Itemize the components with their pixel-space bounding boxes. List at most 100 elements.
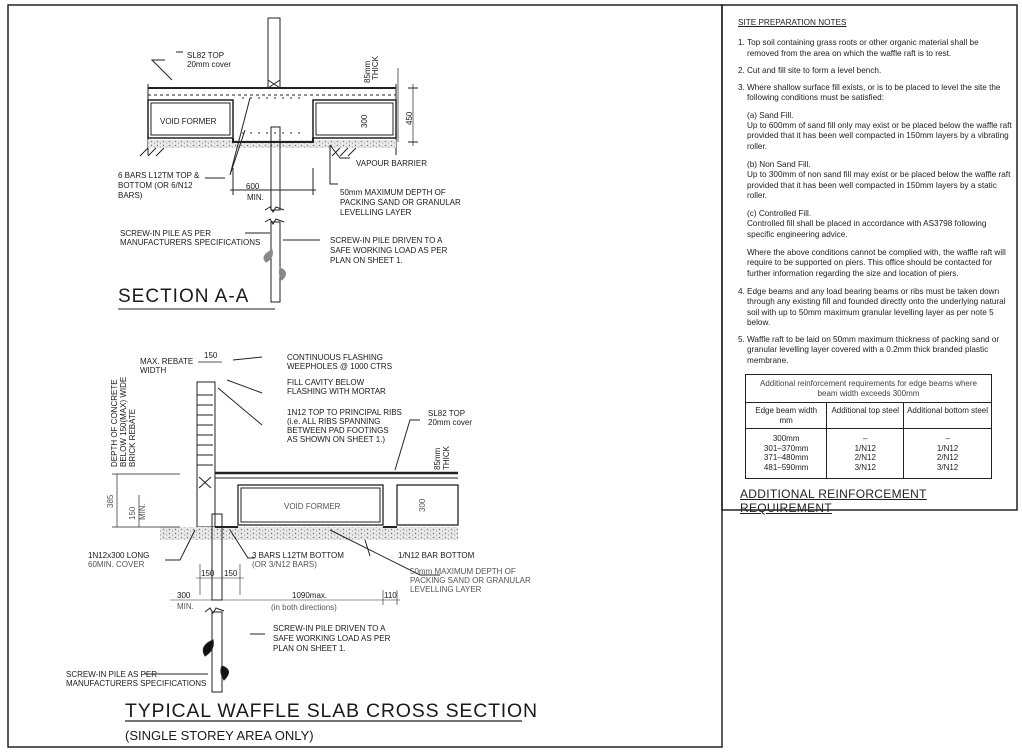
label-rebate: MAX. REBATE: [140, 357, 193, 366]
label-pile-driven: SCREW-IN PILE DRIVEN TO A: [273, 624, 386, 633]
packing-layer: [160, 527, 458, 540]
note-3b: (b) Non Sand Fill.Up to 300mm of non san…: [747, 160, 1012, 201]
label-bar-bottom: 1/N12 BAR BOTTOM: [398, 551, 475, 560]
label-bars-2: BOTTOM (OR 6/N12: [118, 181, 193, 190]
void-former: [237, 484, 384, 526]
table-header: Edge beam width mm: [744, 402, 828, 430]
label-n12-4: AS SHOWN ON SHEET 1.): [287, 435, 385, 444]
label-dim-1090: 1090max.: [292, 591, 327, 600]
waffle-slab-drawing: [112, 356, 522, 722]
label-void-former: VOID FORMER: [284, 502, 341, 511]
waffle-slab-labels: MAX. REBATE WIDTH 150 CONTINUOUS FLASHIN…: [66, 351, 538, 743]
label-pile-spec-2: MANUFACTURERS SPECIFICATIONS: [120, 238, 260, 247]
note-number: 5.: [738, 335, 745, 345]
note-text: Edge beams and any load bearing beams or…: [747, 286, 1006, 327]
label-depth-3: BRICK REBATE: [128, 409, 137, 467]
label-depth-2: BELOW 150(MAX) WIDE: [119, 377, 128, 467]
label-dim-min: MIN.: [138, 503, 147, 520]
label-cover: 20mm cover: [187, 60, 231, 69]
label-dim-150b: 150: [224, 569, 238, 578]
label-cavity: FILL CAVITY BELOW: [287, 378, 365, 387]
label-dim-150-top: 150: [204, 351, 218, 360]
packing-layer: [148, 140, 396, 148]
label-dim-150a: 150: [201, 569, 215, 578]
label-dowel: 1N12x300 LONG: [88, 551, 149, 560]
section-a-a-labels: SL82 TOP 20mm cover 85mm THICK 300 450 V…: [118, 51, 461, 307]
label-bars: 3 BARS L12TM BOTTOM: [252, 551, 344, 560]
note-3-piers: Where the above conditions cannot be com…: [747, 248, 1006, 278]
label-dim-450: 450: [405, 111, 414, 125]
table-caption: Additional reinforcement requirements fo…: [745, 374, 992, 404]
table-cell-bottom-steel: – 1/N12 2/N12 3/N12: [903, 428, 992, 480]
section-a-a-title: SECTION A-A: [118, 286, 249, 307]
label-thick: THICK: [442, 445, 451, 470]
note-subtitle: (c) Controlled Fill.: [747, 209, 812, 219]
notes-border: [721, 4, 1018, 511]
label-pile-spec-2: MANUFACTURERS SPECIFICATIONS: [66, 679, 206, 688]
label-cavity-2: FLASHING WITH MORTAR: [287, 387, 386, 396]
note-4: 4.Edge beams and any load bearing beams …: [738, 287, 1012, 328]
note-subtitle: (b) Non Sand Fill.: [747, 159, 811, 169]
label-void-former: VOID FORMER: [160, 117, 217, 126]
label-sl82: SL82 TOP: [428, 409, 465, 418]
waffle-slab-subtitle: (SINGLE STOREY AREA ONLY): [125, 728, 314, 743]
label-packing: 50mm MAXIMUM DEPTH OF: [340, 188, 446, 197]
note-text: Controlled fill shall be placed in accor…: [747, 219, 987, 239]
label-pile-driven-2: SAFE WORKING LOAD AS PER: [330, 246, 448, 255]
label-pile-spec: SCREW-IN PILE AS PER: [66, 670, 157, 679]
label-bars-2: (OR 3/N12 BARS): [252, 560, 317, 569]
table-header: Additional bottom steel: [903, 402, 992, 430]
label-packing-3: LEVELLING LAYER: [410, 585, 482, 594]
site-preparation-notes: SITE PREPARATION NOTES 1.Top soil contai…: [738, 18, 1012, 515]
note-number: 1.: [738, 38, 745, 48]
note-text: Up to 600mm of sand fill only may exist …: [747, 121, 1012, 151]
reinforcement-table: Additional reinforcement requirements fo…: [744, 374, 992, 480]
table-header: Additional top steel: [826, 402, 905, 430]
note-3: 3.Where shallow surface fill exists, or …: [738, 83, 1012, 104]
note-text: Waffle raft to be laid on 50mm maximum t…: [747, 335, 1000, 365]
note-text: Cut and fill site to form a level bench.: [747, 65, 882, 75]
void-former-left: [147, 99, 234, 139]
label-bars-3: BARS): [118, 191, 143, 200]
label-flashing: CONTINUOUS FLASHING: [287, 353, 383, 362]
label-dowel-2: 60MIN. COVER: [88, 560, 145, 569]
note-subtitle: (a) Sand Fill.: [747, 110, 794, 120]
label-dim-110: 110: [384, 591, 397, 600]
label-dim-300: 300: [360, 114, 369, 128]
label-vapour-barrier: VAPOUR BARRIER: [356, 159, 427, 168]
note-2: 2.Cut and fill site to form a level benc…: [738, 66, 1012, 76]
note-3c: (c) Controlled Fill.Controlled fill shal…: [747, 209, 1012, 240]
note-1: 1.Top soil containing grass roots or oth…: [738, 38, 1012, 59]
section-a-a-drawing: [118, 17, 418, 310]
label-packing-2: PACKING SAND OR GRANULAR: [340, 198, 461, 207]
waffle-slab-title: TYPICAL WAFFLE SLAB CROSS SECTION: [125, 700, 538, 722]
label-dim-min: MIN.: [247, 193, 264, 202]
note-text: Where shallow surface fill exists, or is…: [747, 83, 1001, 103]
void-former-right: [312, 99, 397, 139]
label-packing-2: PACKING SAND OR GRANULAR: [410, 576, 531, 585]
note-5: 5.Waffle raft to be laid on 50mm maximum…: [738, 335, 1012, 366]
reinforcement-table-title: ADDITIONAL REINFORCEMENT REQUIREMENT: [740, 487, 927, 516]
note-text: Top soil containing grass roots or other…: [747, 38, 979, 58]
label-bars: 6 BARS L12TM TOP &: [118, 171, 200, 180]
label-n12-3: BETWEEN PAD FOOTINGS: [287, 426, 389, 435]
notes-title: SITE PREPARATION NOTES: [738, 18, 847, 27]
pile-shaft: [270, 126, 281, 211]
label-sl82: SL82 TOP: [187, 51, 224, 60]
label-n12: 1N12 TOP TO PRINCIPAL RIBS: [287, 408, 402, 417]
note-number: 3.: [738, 83, 745, 93]
label-dim-150: 150: [128, 506, 137, 520]
wall-column: [267, 17, 281, 89]
label-dim-385: 385: [106, 494, 115, 508]
label-pile-driven: SCREW-IN PILE DRIVEN TO A: [330, 236, 443, 245]
label-flashing-2: WEEPHOLES @ 1000 CTRS: [287, 362, 392, 371]
label-thick: THICK: [371, 55, 380, 80]
label-pile-driven-3: PLAN ON SHEET 1.: [330, 256, 403, 265]
table-cell-widths: 300mm 301–370mm 371–480mm 481–590mm: [744, 428, 828, 480]
note-number: 2.: [738, 65, 745, 75]
label-dim-300-min: 300: [177, 591, 191, 600]
label-dim-both: (in both directions): [271, 603, 337, 612]
note-3a: (a) Sand Fill.Up to 600mm of sand fill o…: [747, 111, 1012, 152]
